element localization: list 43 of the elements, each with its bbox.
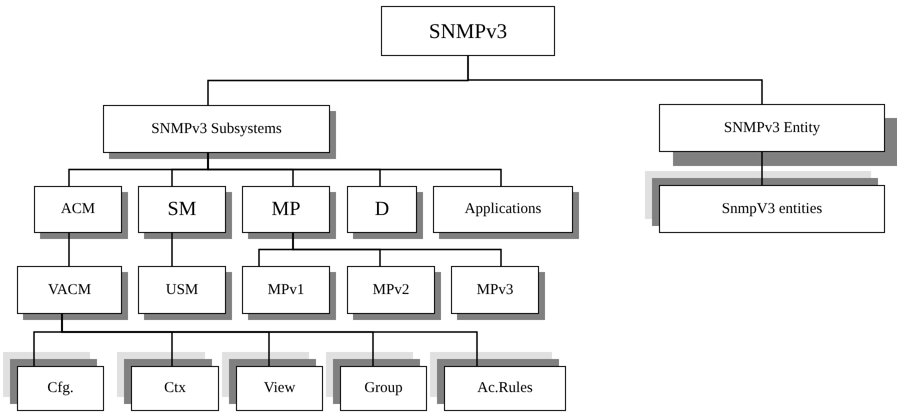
node-box xyxy=(444,366,566,411)
node-box xyxy=(242,266,330,314)
connector-line xyxy=(467,56,763,104)
node-box xyxy=(340,366,427,411)
node-label: Ctx xyxy=(164,380,186,397)
node-label: D xyxy=(374,198,390,221)
node-label: View xyxy=(264,380,296,397)
node-box xyxy=(451,266,539,314)
node-box xyxy=(242,186,330,233)
node-label: Cfg. xyxy=(47,380,74,397)
connector-line xyxy=(171,233,173,266)
node-label: Applications xyxy=(464,201,542,218)
node-box xyxy=(659,104,885,152)
node-box xyxy=(138,266,226,314)
node-label: SNMPv3 Entity xyxy=(724,120,820,136)
node-box xyxy=(659,185,885,233)
connector-line xyxy=(68,233,70,266)
node-label: Ac.Rules xyxy=(477,380,533,397)
node-label: SNMPv3 Subsystems xyxy=(151,120,282,138)
node-box xyxy=(138,186,226,233)
node-box xyxy=(381,6,555,56)
node-label: SM xyxy=(168,198,196,221)
node-box xyxy=(433,186,573,233)
node-box xyxy=(347,266,435,314)
node-label: MPv1 xyxy=(268,282,304,298)
node-label: MP xyxy=(272,198,300,221)
node-box xyxy=(17,366,104,411)
node-label: USM xyxy=(166,282,198,298)
node-box xyxy=(34,186,122,233)
node-box xyxy=(103,105,330,153)
node-label: MPv3 xyxy=(476,282,514,298)
node-label: MPv2 xyxy=(372,282,410,298)
node-label: ACM xyxy=(60,201,96,218)
node-label: SnmpV3 entities xyxy=(722,200,822,218)
node-label: VACM xyxy=(48,282,92,298)
node-box xyxy=(17,266,122,314)
node-box xyxy=(347,186,417,233)
connector-line xyxy=(292,233,502,266)
connector-line xyxy=(761,152,763,185)
node-label: SNMPv3 xyxy=(428,18,508,44)
node-label: Group xyxy=(364,380,403,397)
node-box xyxy=(131,366,219,411)
node-box xyxy=(236,366,323,411)
